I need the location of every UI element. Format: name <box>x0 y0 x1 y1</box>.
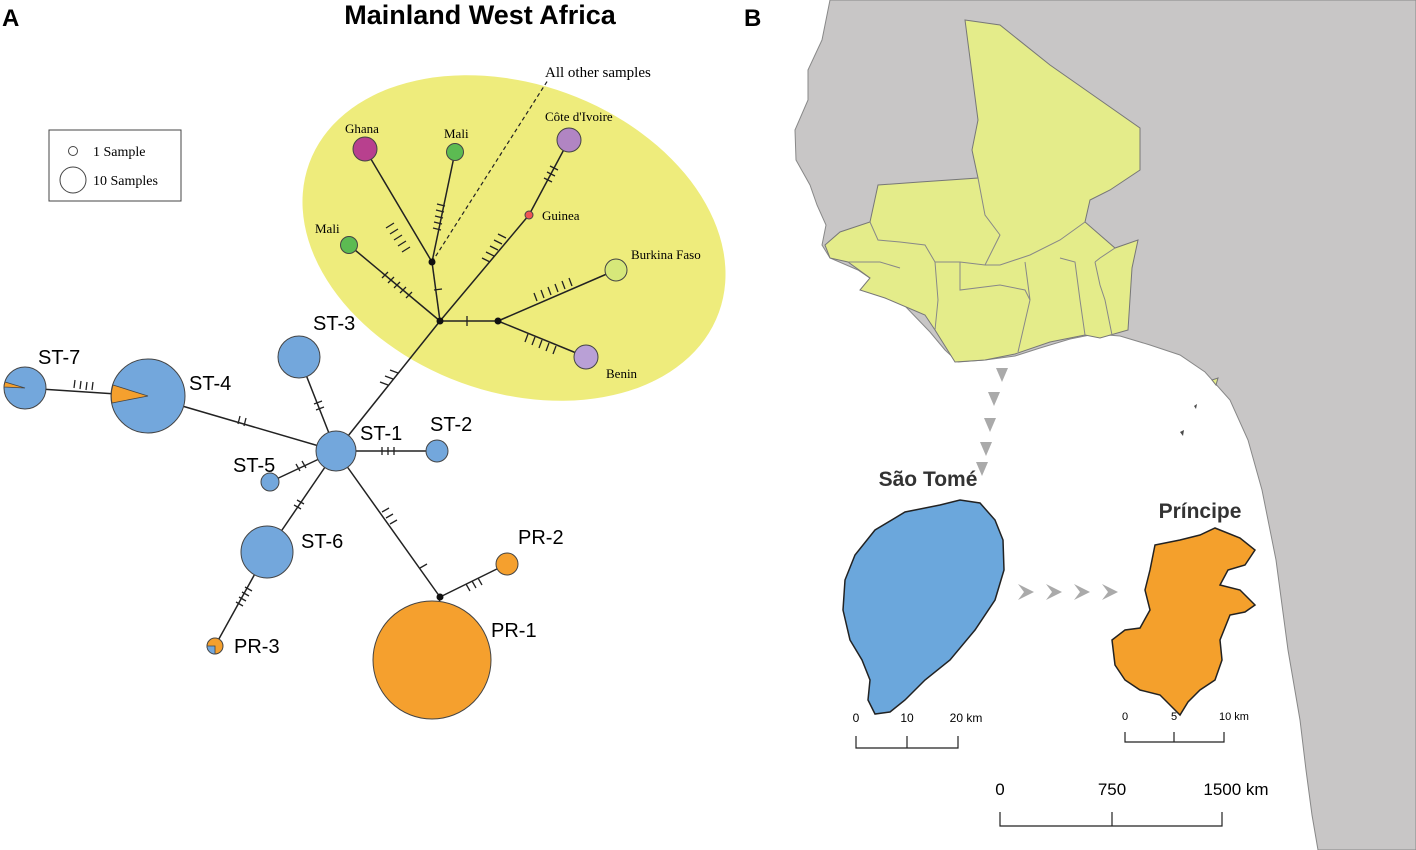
label-pr-2: PR-2 <box>518 527 564 549</box>
scale-main-0: 0 <box>995 780 1004 799</box>
node-benin <box>573 344 599 370</box>
node-st-4-principe-slice <box>110 384 149 404</box>
mainland-ellipse <box>302 75 726 401</box>
node-cote-divoire <box>556 127 582 153</box>
panel-b-map: 0 10 20 km 0 5 10 km 0 750 1500 km São T… <box>744 0 1416 850</box>
sao-tome-island <box>842 499 1005 715</box>
median-vectors <box>428 258 502 601</box>
scale-main-1500: 1500 km <box>1203 780 1268 799</box>
legend-large-label: 10 Samples <box>93 174 158 189</box>
bioko-islet <box>1211 377 1219 387</box>
arrows-saotome-to-principe <box>1018 584 1118 600</box>
panel-a-title: Mainland West Africa <box>344 0 617 30</box>
label-st-7: ST-7 <box>38 347 80 369</box>
mutation-ticks <box>73 165 573 607</box>
label-pr-3: PR-3 <box>234 636 280 658</box>
node-st-7-principe-slice <box>3 381 26 389</box>
panel-b-label: B <box>744 5 761 32</box>
node-ghana <box>352 136 378 162</box>
islet-a <box>1194 404 1197 409</box>
label-st-1: ST-1 <box>360 423 402 445</box>
node-burkina-faso <box>604 258 628 282</box>
west-africa-region <box>824 19 1141 363</box>
label-pr-1: PR-1 <box>491 620 537 642</box>
label-st-2: ST-2 <box>430 414 472 436</box>
arrows-mainland-to-saotome <box>976 368 1008 476</box>
label-st-6: ST-6 <box>301 531 343 553</box>
label-cote-divoire: Côte d'Ivoire <box>545 109 613 124</box>
label-st-5: ST-5 <box>233 455 275 477</box>
scale-bar-sao-tome <box>855 736 959 749</box>
scale-sao-tome-10: 10 <box>900 711 914 725</box>
label-guinea: Guinea <box>542 208 580 223</box>
label-benin: Benin <box>606 366 638 381</box>
label-all-other-samples: All other samples <box>545 65 651 81</box>
dashed-line-other-samples <box>431 79 549 263</box>
principe-island <box>1111 527 1257 717</box>
panel-a-network: A Mainland West Africa 1 Sample 10 Sampl… <box>2 0 726 720</box>
scale-principe-0: 0 <box>1122 711 1128 723</box>
node-st-3 <box>277 335 321 379</box>
scale-sao-tome-0: 0 <box>853 711 860 725</box>
label-st-4: ST-4 <box>189 373 231 395</box>
label-mali-left: Mali <box>315 221 340 236</box>
country-borders <box>848 177 1116 353</box>
node-mali-top <box>446 143 464 161</box>
scale-principe-5: 5 <box>1171 711 1177 723</box>
node-st-6 <box>240 525 294 579</box>
label-st-3: ST-3 <box>313 313 355 335</box>
legend-small-circle <box>68 146 78 156</box>
node-pr-2 <box>495 552 519 576</box>
node-st-5 <box>260 472 280 492</box>
legend-large-circle <box>59 166 87 194</box>
label-principe: Príncipe <box>1159 500 1242 523</box>
label-burkina-faso: Burkina Faso <box>631 247 701 262</box>
panel-a-label: A <box>2 5 19 32</box>
scale-bar-principe <box>1124 732 1225 743</box>
node-st-2 <box>425 439 449 463</box>
islet-b <box>1180 430 1184 436</box>
node-pr-3-saotome-slice <box>206 645 216 655</box>
scale-sao-tome-20: 20 km <box>950 711 983 725</box>
node-mali-left <box>340 236 358 254</box>
node-guinea <box>524 210 534 220</box>
label-mali-top: Mali <box>444 126 469 141</box>
label-ghana: Ghana <box>345 121 379 136</box>
legend-small-label: 1 Sample <box>93 145 146 160</box>
scale-bar-main <box>999 812 1223 827</box>
node-st-1 <box>315 430 357 472</box>
scale-principe-10: 10 km <box>1219 711 1249 723</box>
node-pr-1 <box>372 600 492 720</box>
scale-main-750: 750 <box>1098 780 1126 799</box>
label-sao-tome: São Tomé <box>879 468 978 491</box>
